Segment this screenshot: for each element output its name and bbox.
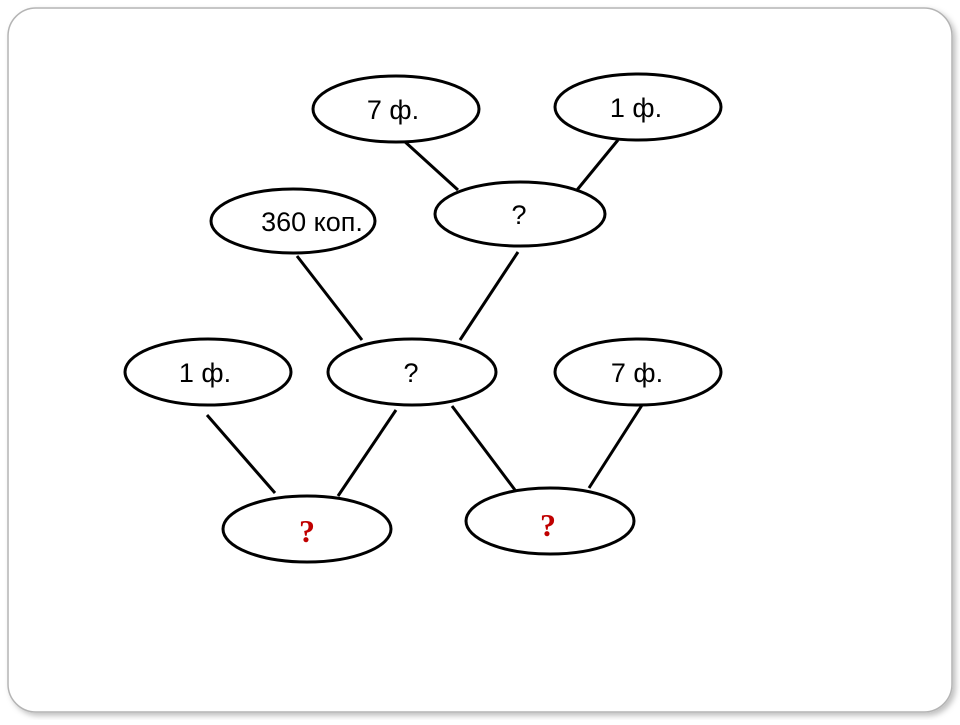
edge-mid-right-to-row3-center bbox=[458, 251, 520, 341]
edge-row3-center-to-bottom-right bbox=[450, 405, 517, 491]
node-top-right: 1 ф. bbox=[553, 72, 723, 142]
node-row3-left-label: 1 ф. bbox=[179, 358, 231, 388]
edge-row3-left-to-bottom-left bbox=[205, 414, 277, 494]
node-top-left-label: 7 ф. bbox=[367, 95, 419, 125]
node-row3-center-label: ? bbox=[403, 358, 418, 388]
node-bottom-right: ? bbox=[464, 486, 636, 556]
edge-row3-center-to-bottom-left bbox=[336, 409, 398, 497]
node-mid-right: ? bbox=[433, 180, 607, 248]
node-row3-right-label: 7 ф. bbox=[611, 358, 663, 388]
node-top-left: 7 ф. bbox=[311, 74, 481, 144]
node-mid-left-label: 360 коп. bbox=[261, 207, 363, 237]
node-bottom-right-ellipse bbox=[464, 486, 636, 556]
edges bbox=[205, 138, 646, 497]
edge-top-left-to-mid-right bbox=[401, 138, 460, 192]
node-row3-left-ellipse bbox=[123, 337, 293, 407]
node-row3-left: 1 ф. bbox=[123, 337, 293, 407]
edge-top-right-to-mid-right bbox=[575, 139, 620, 191]
node-mid-left: 360 коп. bbox=[209, 187, 377, 255]
node-mid-right-label: ? bbox=[511, 200, 526, 230]
node-bottom-right-label: ? bbox=[540, 507, 556, 543]
node-row3-right-ellipse bbox=[553, 337, 723, 407]
node-mid-right-ellipse bbox=[433, 180, 607, 248]
node-top-left-ellipse bbox=[311, 74, 481, 144]
node-bottom-left-label: ? bbox=[299, 513, 315, 549]
node-bottom-left: ? bbox=[221, 494, 393, 564]
edge-row3-right-to-bottom-right bbox=[587, 401, 646, 489]
node-top-right-ellipse bbox=[553, 72, 723, 142]
node-mid-left-ellipse bbox=[209, 187, 377, 255]
node-top-right-label: 1 ф. bbox=[610, 93, 662, 123]
node-row3-center: ? bbox=[326, 337, 498, 407]
node-row3-right: 7 ф. bbox=[553, 337, 723, 407]
edge-mid-left-to-row3-center bbox=[295, 255, 364, 341]
node-bottom-left-ellipse bbox=[221, 494, 393, 564]
node-row3-center-ellipse bbox=[326, 337, 498, 407]
